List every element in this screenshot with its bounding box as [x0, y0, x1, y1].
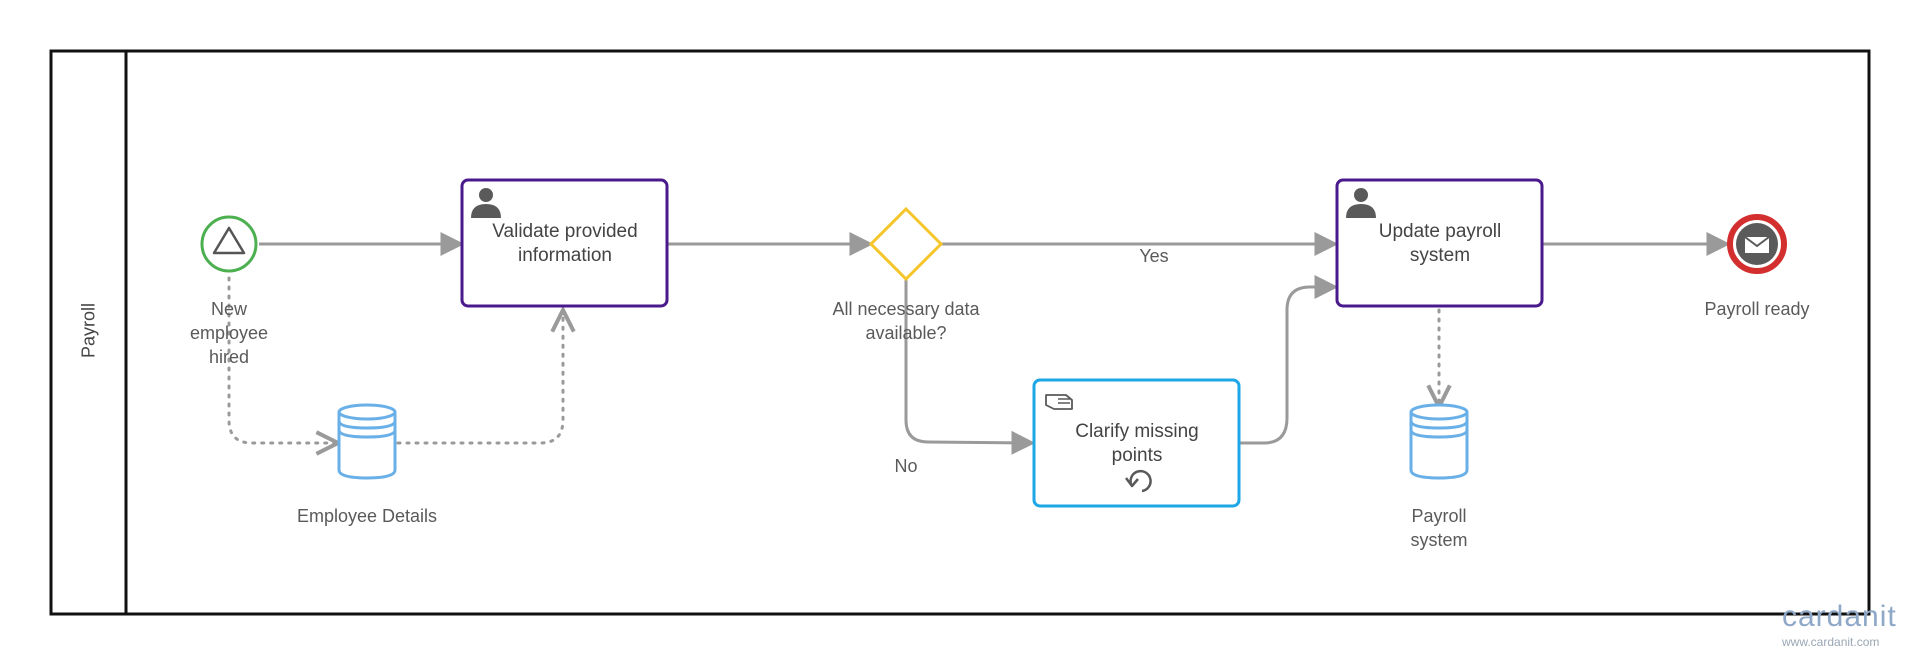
data-store-payroll-label: Payroll system [1410, 506, 1468, 550]
hand-icon [1045, 394, 1073, 410]
task-update-label: Update payroll system [1378, 221, 1502, 266]
association-start-to-employee[interactable] [227, 276, 338, 443]
watermark-logo: cardanit [1782, 600, 1897, 633]
data-store-employee[interactable] [337, 403, 397, 480]
start-event[interactable] [200, 215, 258, 273]
user-icon [1346, 188, 1376, 218]
end-event-label: Payroll ready [1704, 299, 1810, 319]
pool-label: Payroll [78, 302, 99, 359]
watermark-url: www.cardanit.com [1782, 635, 1880, 649]
task-clarify[interactable] [1032, 378, 1241, 508]
triangle-icon [212, 226, 246, 255]
task-validate[interactable] [460, 178, 669, 308]
user-icon [471, 188, 501, 218]
exclusive-gateway[interactable] [868, 206, 944, 282]
flow-no-label: No [894, 456, 918, 476]
gateway-label: All necessary data available? [832, 299, 980, 343]
end-event[interactable] [1727, 214, 1787, 274]
data-store-payroll[interactable] [1409, 403, 1469, 480]
task-clarify-label: Clarify missing points [1075, 421, 1199, 466]
pool-frame[interactable] [49, 49, 1871, 616]
task-update[interactable] [1335, 178, 1544, 308]
envelope-icon [1744, 236, 1770, 253]
flow-yes-label: Yes [1139, 246, 1169, 266]
flow-gateway-no[interactable] [904, 279, 1036, 455]
flow-clarify-to-update[interactable] [1239, 275, 1339, 445]
association-employee-to-validate[interactable] [396, 310, 563, 445]
task-validate-label: Validate provided information [492, 221, 638, 266]
data-store-employee-label: Employee Details [296, 506, 438, 526]
loop-icon [1125, 469, 1152, 493]
start-event-label: New employee hired [189, 299, 269, 367]
